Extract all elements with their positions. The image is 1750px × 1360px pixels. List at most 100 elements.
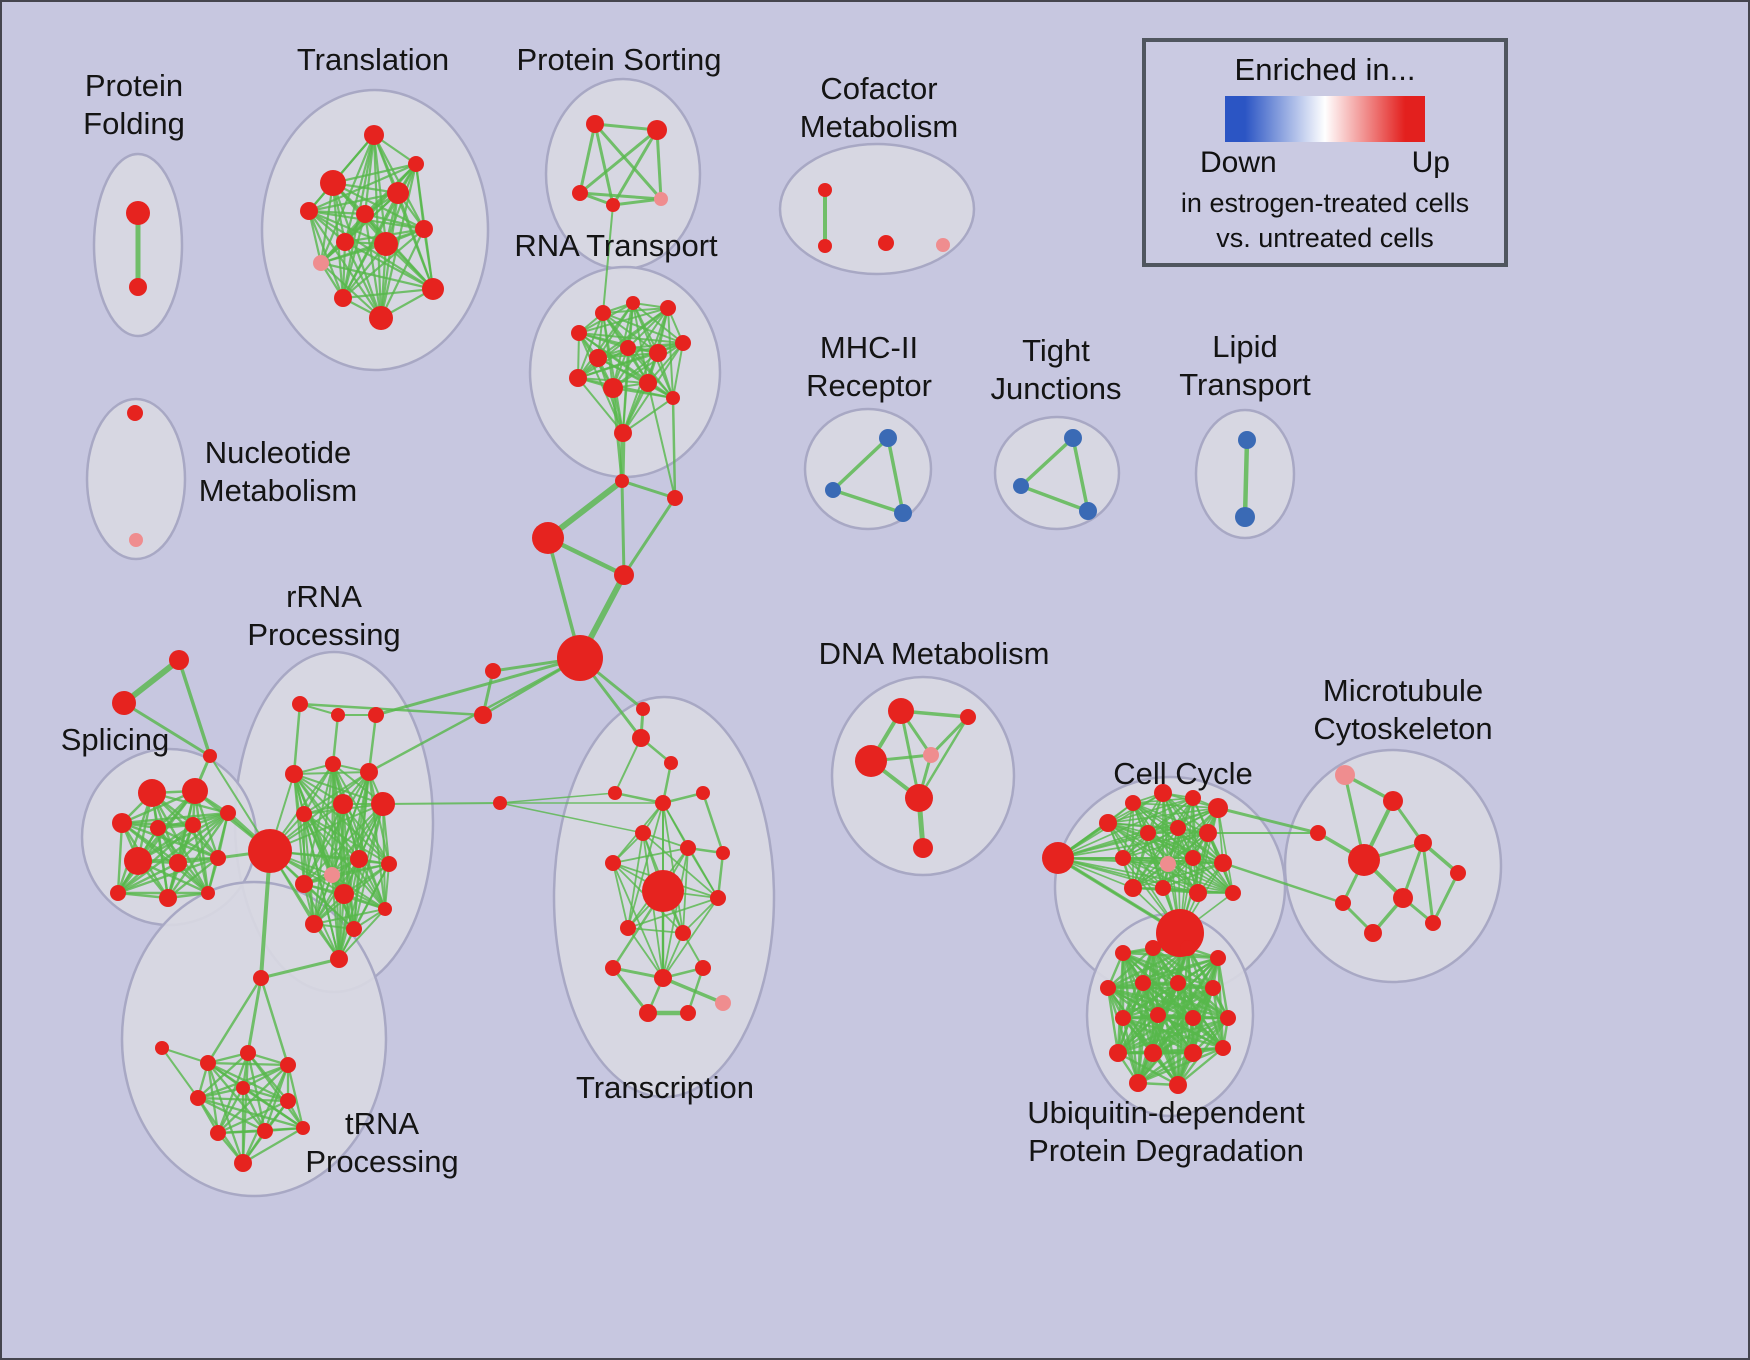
network-node-g6 xyxy=(1208,798,1228,818)
network-edge xyxy=(196,1051,250,1100)
network-edge xyxy=(368,771,386,910)
network-edge xyxy=(1151,1016,1230,1055)
network-node-g11 xyxy=(1160,856,1176,872)
network-edge xyxy=(122,701,212,758)
network-edge xyxy=(613,791,665,805)
network-node-q9 xyxy=(371,792,395,816)
network-node-w16 xyxy=(1215,1040,1231,1056)
network-edge xyxy=(216,1099,290,1135)
network-node-b1 xyxy=(615,474,629,488)
network-edge xyxy=(196,1096,305,1130)
cluster-label-line: Junctions xyxy=(990,371,1122,406)
network-node-s1 xyxy=(586,115,604,133)
network-node-m10 xyxy=(1425,915,1441,931)
network-edge xyxy=(614,737,642,794)
network-edge xyxy=(116,856,220,895)
network-edge xyxy=(1132,857,1194,889)
network-edge xyxy=(177,658,212,758)
legend-caption-line1: in estrogen-treated cells xyxy=(1180,188,1470,218)
network-edge xyxy=(341,240,347,300)
network-node-t13 xyxy=(408,156,424,172)
network-edge xyxy=(1147,807,1219,834)
network-edge xyxy=(499,792,616,804)
network-edge xyxy=(374,656,582,717)
network-edge xyxy=(303,803,384,885)
network-node-w9 xyxy=(1115,1010,1131,1026)
network-edge xyxy=(612,307,669,389)
network-edge xyxy=(1116,951,1125,1055)
network-node-x17 xyxy=(680,1005,696,1021)
cluster-ellipse-tight-junctions xyxy=(993,415,1121,531)
network-edge xyxy=(384,162,418,246)
network-node-t9 xyxy=(415,220,433,238)
network-node-v2 xyxy=(240,1045,256,1061)
cluster-ellipse-dna-metabolism xyxy=(830,675,1016,877)
network-node-r3 xyxy=(626,296,640,310)
cluster-label-line: Nucleotide xyxy=(204,435,352,471)
network-node-s2 xyxy=(647,120,667,140)
network-node-q1 xyxy=(292,696,308,712)
network-node-r6 xyxy=(649,344,667,362)
network-edge xyxy=(1216,806,1320,835)
network-edge xyxy=(1132,802,1219,809)
network-node-q18 xyxy=(330,950,348,968)
network-edge xyxy=(307,162,418,213)
network-node-j2 xyxy=(1013,478,1029,494)
network-node-d2 xyxy=(960,709,976,725)
network-edge xyxy=(331,803,384,876)
network-edge xyxy=(379,191,400,320)
network-edge xyxy=(379,242,388,320)
network-node-v6 xyxy=(280,1093,296,1109)
cluster-ellipse-nucleotide-metabolism xyxy=(85,397,187,561)
network-node-q12 xyxy=(381,856,397,872)
network-edge xyxy=(331,162,418,185)
network-edge xyxy=(358,858,386,910)
network-node-m9 xyxy=(1364,924,1382,942)
network-edge xyxy=(216,1051,250,1135)
network-node-p8 xyxy=(169,854,187,872)
network-edge xyxy=(622,307,669,434)
network-edge xyxy=(307,209,345,300)
network-edge xyxy=(577,352,659,379)
network-edge xyxy=(612,847,689,864)
network-node-r13 xyxy=(614,424,632,442)
network-edge xyxy=(1116,1013,1160,1055)
network-edge xyxy=(1019,436,1075,488)
cluster-label-line: Protein Sorting xyxy=(516,42,722,78)
cluster-label-rna-transport: RNA Transport xyxy=(514,227,717,265)
network-node-m6 xyxy=(1450,865,1466,881)
network-edge xyxy=(611,966,650,1015)
network-node-w12 xyxy=(1220,1010,1236,1026)
network-node-p1 xyxy=(138,779,166,807)
network-edge xyxy=(1116,946,1190,1055)
legend-title: Enriched in... xyxy=(1234,52,1416,87)
network-node-o2 xyxy=(112,691,136,715)
network-node-r7 xyxy=(620,340,636,356)
network-node-v9 xyxy=(296,1121,310,1135)
network-node-x16 xyxy=(639,1004,657,1022)
cluster-label-dna-metabolism: DNA Metabolism xyxy=(819,635,1050,673)
network-node-b9 xyxy=(493,796,507,810)
network-node-w1 xyxy=(1115,945,1131,961)
network-edge xyxy=(363,212,383,320)
network-edge xyxy=(899,709,921,800)
network-node-g1 xyxy=(1042,842,1074,874)
network-node-s5 xyxy=(654,192,668,206)
network-node-x8 xyxy=(716,846,730,860)
network-node-m7 xyxy=(1393,888,1413,908)
network-edge xyxy=(1122,802,1134,859)
network-node-m3 xyxy=(1310,825,1326,841)
network-edge xyxy=(241,1063,290,1090)
network-edge xyxy=(241,1086,267,1133)
network-node-t5 xyxy=(336,233,354,251)
network-edge xyxy=(1431,871,1460,925)
network-node-p5 xyxy=(185,817,201,833)
network-node-g2 xyxy=(1099,814,1117,832)
cluster-label-line: rRNA xyxy=(286,579,362,615)
network-edge xyxy=(341,287,435,300)
network-node-q7 xyxy=(296,806,312,822)
network-node-v5 xyxy=(236,1081,250,1095)
cluster-label-line: Processing xyxy=(305,1144,459,1179)
